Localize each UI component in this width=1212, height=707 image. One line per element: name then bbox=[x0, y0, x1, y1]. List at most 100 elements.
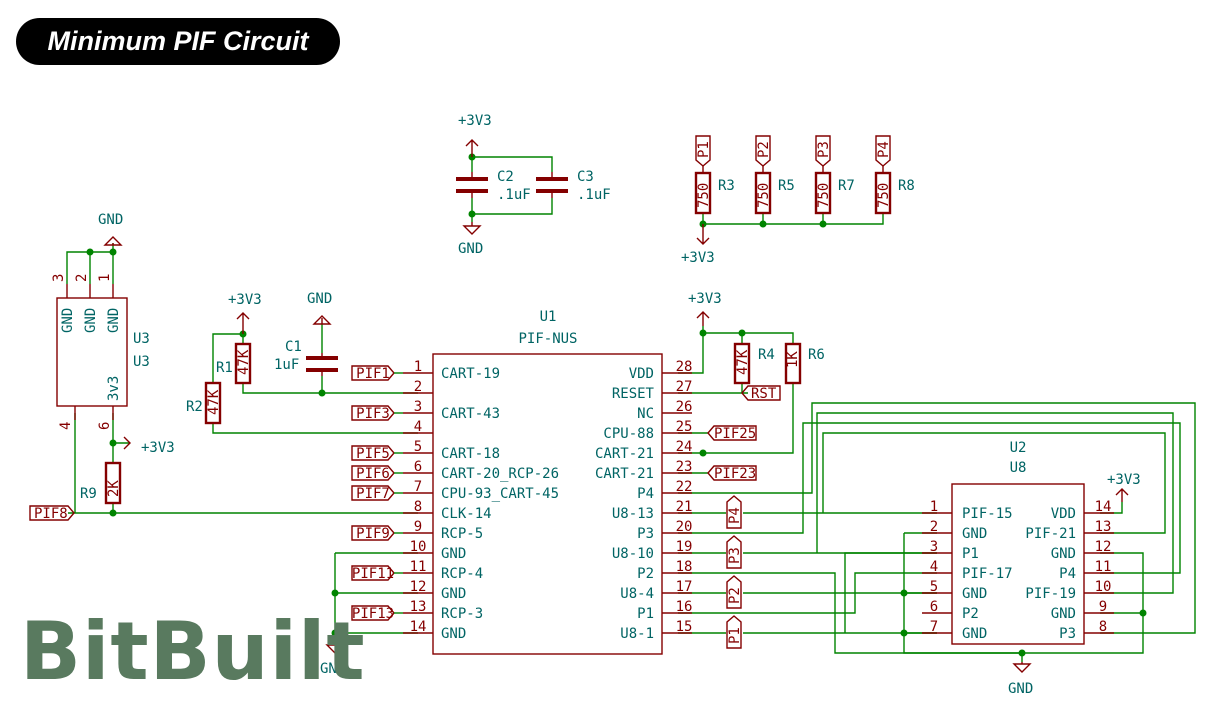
u1-pin-number: 12 bbox=[410, 579, 427, 595]
u1-pin-number: 16 bbox=[676, 599, 693, 615]
u1-pin-number: 14 bbox=[410, 619, 427, 635]
bitbuilt-logo: BitBuilt bbox=[20, 605, 366, 698]
u3-pin3-name: GND bbox=[60, 308, 76, 333]
u3-pin4-num: 4 bbox=[58, 422, 74, 430]
net-label: PIF11 bbox=[352, 566, 394, 582]
net-label-box bbox=[351, 565, 395, 581]
u1-pin-number: 11 bbox=[410, 559, 427, 575]
u1-pin-number: 1 bbox=[414, 359, 422, 375]
u2-gnd-label: GND bbox=[1008, 681, 1033, 697]
u2-pin-number: 9 bbox=[1099, 599, 1107, 615]
net-label: PIF9 bbox=[356, 526, 390, 542]
u2-pin-name: P4 bbox=[1059, 566, 1076, 582]
c3-value: .1uF bbox=[577, 187, 611, 203]
u1-pin-name: U8-1 bbox=[620, 626, 654, 642]
net-label: PIF6 bbox=[356, 466, 390, 482]
r4-ref: R4 bbox=[758, 347, 775, 363]
r3-value: 750 bbox=[696, 183, 712, 208]
u1-pin-name: CART-21 bbox=[595, 446, 654, 462]
u1-pin-name: CART-18 bbox=[441, 446, 500, 462]
u1-pin-number: 20 bbox=[676, 519, 693, 535]
u3-value: U3 bbox=[133, 354, 150, 370]
u1-pin-name: U8-4 bbox=[620, 586, 654, 602]
u2-pin-number: 6 bbox=[930, 599, 938, 615]
u1-pin-name: VDD bbox=[629, 366, 654, 382]
r4-value: 47K bbox=[735, 349, 751, 375]
u1-pin-number: 28 bbox=[676, 359, 693, 375]
u1-pin-name: RCP-5 bbox=[441, 526, 483, 542]
r5-p2-label: P2 bbox=[756, 141, 772, 158]
r9-value: 2K bbox=[106, 480, 122, 497]
u1-ref: U1 bbox=[540, 309, 557, 325]
u3-pin6-num: 6 bbox=[97, 422, 113, 430]
u1-pin-number: 4 bbox=[414, 419, 422, 435]
u1-pin-name: GND bbox=[441, 586, 466, 602]
u1-pin-name: NC bbox=[637, 406, 654, 422]
net-label: PIF3 bbox=[356, 406, 390, 422]
u2-pin-number: 2 bbox=[930, 519, 938, 535]
title-banner: Minimum PIF Circuit bbox=[16, 18, 340, 65]
r2-value: 47K bbox=[206, 389, 222, 415]
c2-ref: C2 bbox=[497, 169, 514, 185]
u3-ref: U3 bbox=[133, 331, 150, 347]
r3-ref: R3 bbox=[718, 178, 735, 194]
u2-pin-name: P3 bbox=[1059, 626, 1076, 642]
c2-value: .1uF bbox=[497, 187, 531, 203]
net-label-box bbox=[351, 525, 395, 541]
r5-ref: R5 bbox=[778, 178, 795, 194]
r8-p4-label: P4 bbox=[876, 141, 892, 158]
u1-pin-number: 22 bbox=[676, 479, 693, 495]
net-label: PIF13 bbox=[352, 606, 394, 622]
u1-pin-name: RESET bbox=[612, 386, 655, 402]
net-label-box bbox=[351, 445, 395, 461]
u2-pin-number: 13 bbox=[1095, 519, 1112, 535]
u1-pin-number: 13 bbox=[410, 599, 427, 615]
u3-pin2-name: GND bbox=[83, 308, 99, 333]
c2-vcc-label: +3V3 bbox=[458, 113, 492, 129]
u1-pin-name: RCP-4 bbox=[441, 566, 483, 582]
u1-pin-number: 7 bbox=[414, 479, 422, 495]
u1-pin-number: 27 bbox=[676, 379, 693, 395]
u1-pin-number: 3 bbox=[414, 399, 422, 415]
r9-ref: R9 bbox=[80, 486, 97, 502]
u1-pin-name: CLK-14 bbox=[441, 506, 492, 522]
u1-pin-name: CART-20_RCP-26 bbox=[441, 466, 559, 482]
u2-pin-name: GND bbox=[1051, 546, 1076, 562]
u1-pin-number: 6 bbox=[414, 459, 422, 475]
u2-pin-number: 4 bbox=[930, 559, 938, 575]
u1-pin-name: GND bbox=[441, 546, 466, 562]
r7-value: 750 bbox=[816, 183, 832, 208]
net-label-box bbox=[351, 485, 395, 501]
r7-ref: R7 bbox=[838, 178, 855, 194]
u1-pin-number: 21 bbox=[676, 499, 693, 515]
u2-pin-name: P1 bbox=[962, 546, 979, 562]
p4-port-label: P4 bbox=[727, 507, 743, 524]
u1-pin-number: 2 bbox=[414, 379, 422, 395]
r3-p1-label: P1 bbox=[696, 141, 712, 158]
u1-gnd-label: GND bbox=[320, 661, 345, 677]
u3-pin3-num: 3 bbox=[51, 274, 67, 282]
p2-port-label: P2 bbox=[727, 587, 743, 604]
u3-gnd-label: GND bbox=[98, 212, 123, 228]
u1-pin-name: CART-21 bbox=[595, 466, 654, 482]
u3-pin2-num: 2 bbox=[74, 274, 90, 282]
u2-pin-name: GND bbox=[962, 626, 987, 642]
resistor-leads bbox=[702, 165, 884, 173]
r6-ref: R6 bbox=[808, 347, 825, 363]
u1-pin-name: P3 bbox=[637, 526, 654, 542]
u1-pin-number: 8 bbox=[414, 499, 422, 515]
u2-pin-number: 3 bbox=[930, 539, 938, 555]
r5-value: 750 bbox=[756, 183, 772, 208]
capacitor-leads bbox=[321, 172, 553, 376]
u1-right-pins: 28VDD27RESET26NC25CPU-8824CART-2123CART-… bbox=[595, 359, 692, 642]
u1-pin-name: GND bbox=[441, 626, 466, 642]
u2-pin-number: 8 bbox=[1099, 619, 1107, 635]
r7-p3-label: P3 bbox=[816, 141, 832, 158]
u2-ref: U2 bbox=[1010, 440, 1027, 456]
net-label-box bbox=[351, 405, 395, 421]
u1-pin-number: 23 bbox=[676, 459, 693, 475]
u1-pin-name: U8-10 bbox=[612, 546, 654, 562]
